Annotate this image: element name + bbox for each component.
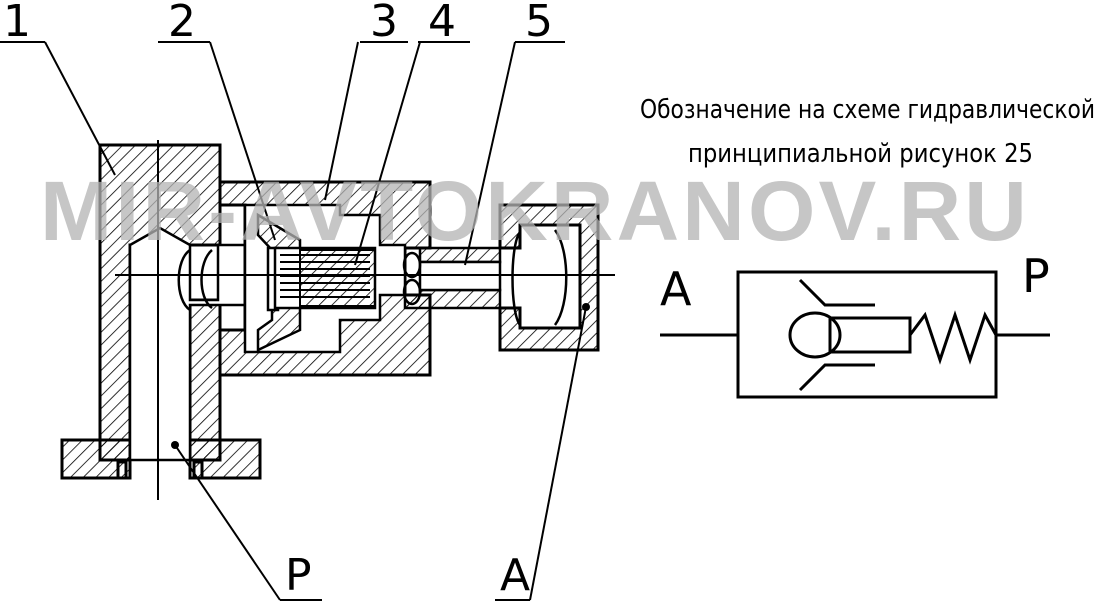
schematic-symbol [660, 270, 1050, 399]
callout-leaders [0, 41, 587, 601]
callout-1: 1 [3, 0, 31, 47]
schematic-box [736, 270, 998, 399]
watermark-text: MIR-AVTOKRANOV.RU [40, 164, 1030, 258]
housing-part-1-lower [188, 298, 222, 462]
union-nut [498, 203, 600, 352]
valve-section-drawing [0, 41, 615, 601]
schematic-spring [908, 310, 998, 365]
schematic-port-a: A [660, 262, 692, 316]
callout-4: 4 [428, 0, 456, 47]
callout-3: 3 [370, 0, 398, 47]
port-p-label: P [285, 550, 312, 601]
housing-flange [60, 438, 132, 480]
schematic-caption-line1: Обозначение на схеме гидравлической [640, 95, 1095, 125]
schematic-ball [788, 311, 842, 359]
schematic-caption-line2: принципиальной рисунок 25 [688, 139, 1033, 169]
housing-flange-right [188, 438, 262, 480]
port-a-label: A [500, 550, 530, 601]
schematic-plunger [828, 316, 912, 354]
callout-5: 5 [525, 0, 553, 47]
callout-2: 2 [168, 0, 196, 47]
schematic-port-p: P [1022, 249, 1050, 303]
